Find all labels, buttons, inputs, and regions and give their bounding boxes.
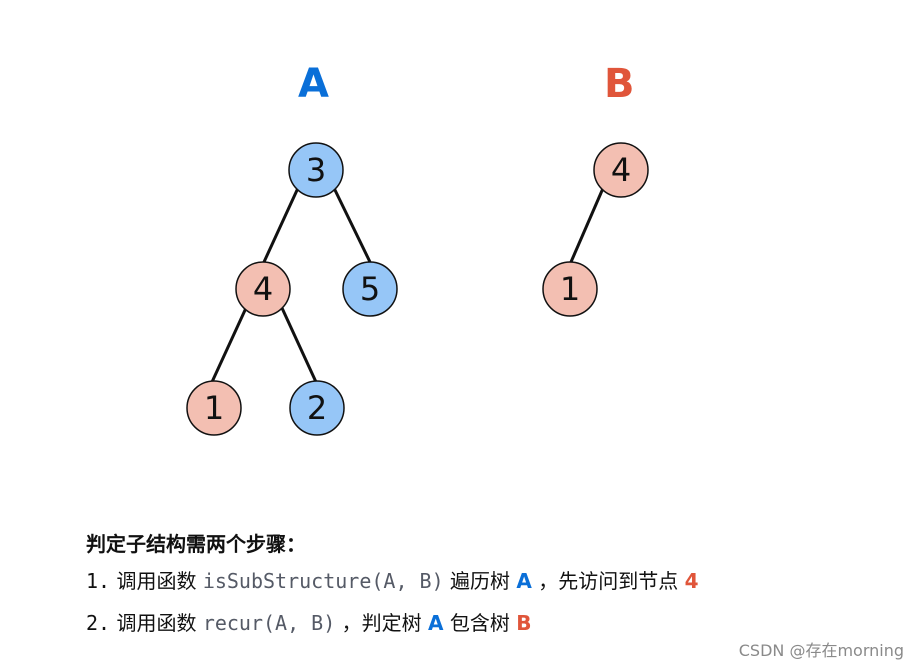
step-1-prefix: 调用函数 [116, 569, 197, 593]
tree-b-node-4: 4 [593, 142, 649, 198]
notes-section: 判定子结构需两个步骤： 1. 调用函数 isSubStructure(A, B)… [86, 528, 698, 644]
tree-b-title: B [604, 61, 635, 107]
tree-a-node-3: 3 [288, 142, 344, 198]
step-1-tag-a: A [516, 569, 532, 593]
tree-a-node-5-label: 5 [360, 270, 380, 308]
tree-a-edge-4-1 [210, 307, 248, 383]
tree-a-node-3-label: 3 [306, 151, 326, 189]
step-2-tag-b: B [516, 611, 532, 635]
step-2-mid: ，判定树 [341, 611, 422, 635]
tree-a-node-4: 4 [235, 261, 291, 317]
tree-a-edge-3-5 [332, 187, 372, 263]
tree-b-node-1: 1 [542, 261, 598, 317]
step-2: 2. 调用函数 recur(A, B) ，判定树 A 包含树 B [86, 602, 698, 644]
tree-a-edge-3-4 [262, 187, 300, 263]
step-2-prefix: 调用函数 [116, 611, 197, 635]
step-2-tag-a: A [427, 611, 444, 635]
tree-b-edge-4-1 [569, 185, 606, 263]
step-1-tag-node: 4 [684, 569, 699, 593]
tree-a-node-1-label: 1 [204, 389, 224, 427]
step-1-mid: 遍历树 [450, 569, 510, 593]
step-1-number: 1. [86, 569, 111, 593]
step-2-after: 包含树 [449, 611, 510, 635]
notes-heading: 判定子结构需两个步骤： [86, 532, 306, 556]
tree-a-node-4-label: 4 [253, 270, 273, 308]
step-2-number: 2. [86, 611, 111, 635]
tree-a-node-5: 5 [342, 261, 398, 317]
tree-b-node-4-label: 4 [611, 151, 631, 189]
step-1-code: isSubStructure(A, B) [202, 569, 444, 593]
watermark: CSDN @存在morning [738, 641, 904, 660]
tree-a-node-1: 1 [186, 380, 242, 436]
tree-a-title: A [298, 61, 329, 107]
step-2-code: recur(A, B) [202, 611, 336, 635]
tree-a-edge-4-2 [280, 307, 318, 383]
step-1: 1. 调用函数 isSubStructure(A, B) 遍历树 A ，先访问到… [86, 560, 698, 602]
step-1-after: ，先访问到节点 [538, 569, 679, 593]
tree-a-node-2-label: 2 [307, 389, 327, 427]
tree-b-node-1-label: 1 [560, 270, 580, 308]
tree-a-node-2: 2 [289, 380, 345, 436]
